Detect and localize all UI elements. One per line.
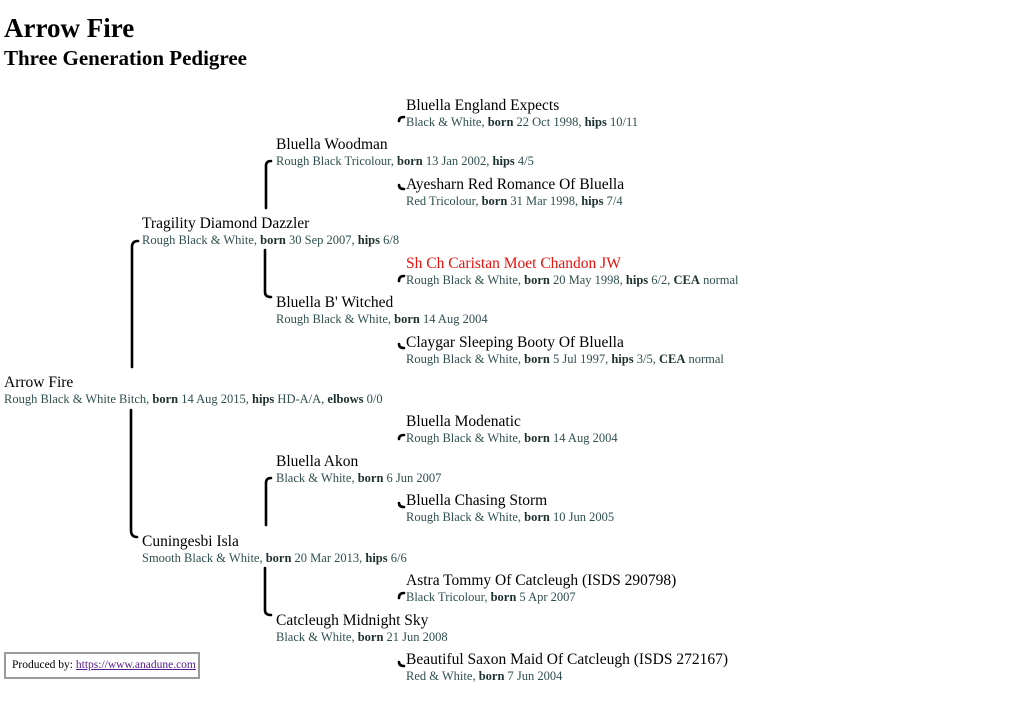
bracket-sd [263,248,273,299]
dog-name: Bluella England Expects [406,97,560,114]
dog-info: Black Tricolour, born 5 Apr 2007 [406,590,576,604]
dog-info: Red & White, born 7 Jun 2004 [406,669,563,683]
dog-info: Black & White, born 6 Jun 2007 [276,471,442,485]
dog-name: Arrow Fire [4,374,74,391]
bracket-ssd [397,183,406,191]
pedigree-node-dam-sire: Bluella Akon Black & White, born 6 Jun 2… [276,452,441,486]
dog-name: Tragility Diamond Dazzler [142,215,310,232]
bracket-dds [397,591,406,600]
bracket-sds [397,274,406,283]
pedigree-node-ddd: Beautiful Saxon Maid Of Catcleugh (ISDS … [406,650,728,684]
dog-info: Rough Black & White, born 30 Sep 2007, h… [142,233,400,247]
bracket-sdd [397,342,406,350]
pedigree-node-dsd: Bluella Chasing Storm Rough Black & Whit… [406,491,614,525]
dog-info: Rough Black & White Bitch, born 14 Aug 2… [4,392,383,406]
dog-name: Astra Tommy Of Catcleugh (ISDS 290798) [406,572,677,589]
dog-name: Catcleugh Midnight Sky [276,612,429,629]
pedigree-node-dds: Astra Tommy Of Catcleugh (ISDS 290798) B… [406,571,676,605]
bracket-sire [130,239,140,369]
dog-name: Beautiful Saxon Maid Of Catcleugh (ISDS … [406,651,729,668]
dog-name: Bluella B' Witched [276,294,394,311]
pedigree-node-dss: Bluella Modenatic Rough Black & White, b… [406,412,618,446]
pedigree-node-sire-sire: Bluella Woodman Rough Black Tricolour, b… [276,135,534,169]
dog-info: Rough Black & White, born 14 Aug 2004 [406,431,618,445]
bracket-dsd [397,501,406,509]
dog-name: Bluella Akon [276,453,359,470]
bracket-dd [263,566,273,617]
pedigree-node-ssd: Ayesharn Red Romance Of Bluella Red Tric… [406,175,624,209]
bracket-ss [264,159,273,210]
bracket-dam [129,408,139,539]
dog-name: Cuningesbi Isla [142,533,239,550]
produced-by-box: Produced by: https://www.anadune.com [4,652,200,679]
pedigree-node-sire: Tragility Diamond Dazzler Rough Black & … [142,214,399,248]
bracket-ddd [397,660,406,668]
dog-name: Bluella Chasing Storm [406,492,548,509]
pedigree-node-dam-dam: Catcleugh Midnight Sky Black & White, bo… [276,611,448,645]
anadune-link[interactable]: https://www.anadune.com [75,659,196,671]
dog-info: Black & White, born 21 Jun 2008 [276,630,448,644]
produced-by-label: Produced by: [12,659,74,671]
pedigree-node-sss: Bluella England Expects Black & White, b… [406,96,638,130]
dog-info: Smooth Black & White, born 20 Mar 2013, … [142,551,407,565]
pedigree-node-sdd: Claygar Sleeping Booty Of Bluella Rough … [406,333,724,367]
pedigree-node-sds: Sh Ch Caristan Moet Chandon JW Rough Bla… [406,254,738,288]
page-title: Arrow Fire [4,13,135,43]
bracket-ds [264,476,273,527]
pedigree-node-dam: Cuningesbi Isla Smooth Black & White, bo… [142,532,407,566]
dog-info: Rough Black & White, born 20 May 1998, h… [406,273,739,287]
dog-info: Red Tricolour, born 31 Mar 1998, hips 7/… [406,194,623,208]
dog-info: Rough Black & White, born 14 Aug 2004 [276,312,488,326]
dog-name-champion: Sh Ch Caristan Moet Chandon JW [406,255,621,272]
dog-name: Bluella Woodman [276,136,388,153]
bracket-dss [397,433,406,441]
dog-name: Bluella Modenatic [406,413,521,430]
bracket-sss [397,115,406,123]
dog-name: Ayesharn Red Romance Of Bluella [406,176,625,193]
dog-info: Rough Black & White, born 5 Jul 1997, hi… [406,352,724,366]
pedigree-node-subject: Arrow Fire Rough Black & White Bitch, bo… [4,373,383,407]
page-subtitle: Three Generation Pedigree [4,46,247,70]
dog-info: Rough Black Tricolour, born 13 Jan 2002,… [276,154,534,168]
dog-info: Rough Black & White, born 10 Jun 2005 [406,510,615,524]
dog-info: Black & White, born 22 Oct 1998, hips 10… [406,115,638,129]
dog-name: Claygar Sleeping Booty Of Bluella [406,334,624,351]
pedigree-node-sire-dam: Bluella B' Witched Rough Black & White, … [276,293,488,327]
